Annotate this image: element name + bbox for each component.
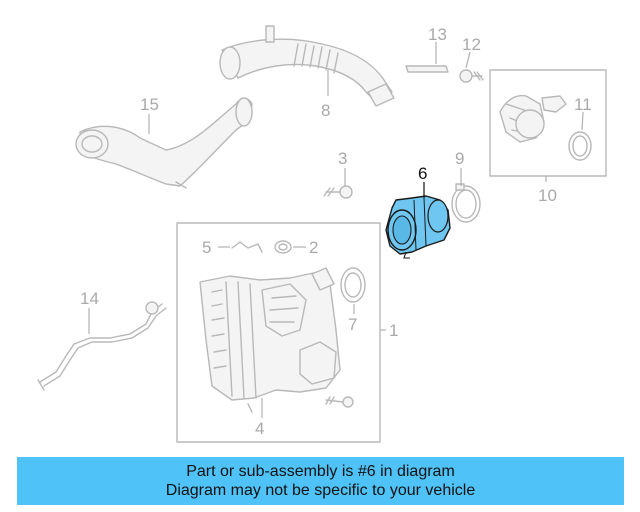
callout-7: 7 — [348, 315, 357, 334]
parts-diagram: 8 13 12 10 11 15 3 — [37, 25, 607, 443]
part-12-bolt — [459, 69, 484, 83]
part-7-gasket — [340, 267, 366, 303]
part-6-highlighted[interactable] — [385, 195, 451, 259]
callout-3: 3 — [338, 149, 347, 168]
callout-5: 5 — [202, 238, 211, 257]
callout-2: 2 — [309, 238, 318, 257]
part-8-intake-duct — [219, 25, 395, 107]
part-5-clip — [231, 241, 263, 253]
callout-8: 8 — [321, 101, 330, 120]
part-15-intake-hose — [75, 97, 253, 189]
callout-6: 6 — [418, 164, 427, 183]
banner-line-2: Diagram may not be specific to your vehi… — [165, 482, 476, 499]
callout-14: 14 — [80, 289, 99, 308]
info-banner: Part or sub-assembly is #6 in diagram Di… — [17, 457, 624, 505]
callout-9: 9 — [455, 149, 464, 168]
callout-10: 10 — [538, 186, 557, 205]
housing-bolt — [325, 396, 354, 408]
callout-13: 13 — [428, 25, 447, 44]
part-11-gasket — [568, 131, 592, 161]
banner-line-1: Part or sub-assembly is #6 in diagram — [186, 463, 455, 480]
part-9-clamp — [451, 183, 481, 223]
part-14-hose — [37, 301, 167, 391]
callout-4: 4 — [255, 419, 264, 438]
callout-15: 15 — [140, 95, 159, 114]
callout-12: 12 — [462, 35, 481, 54]
callout-1: 1 — [389, 321, 398, 340]
callout-11: 11 — [574, 95, 592, 114]
part-13-strip — [405, 65, 449, 73]
air-cleaner-frame — [176, 222, 381, 443]
part-3-bolt — [323, 185, 353, 199]
part-4-air-cleaner-housing — [199, 267, 341, 413]
part-2-grommet — [274, 240, 292, 254]
part-10-assembly-box — [489, 69, 607, 178]
